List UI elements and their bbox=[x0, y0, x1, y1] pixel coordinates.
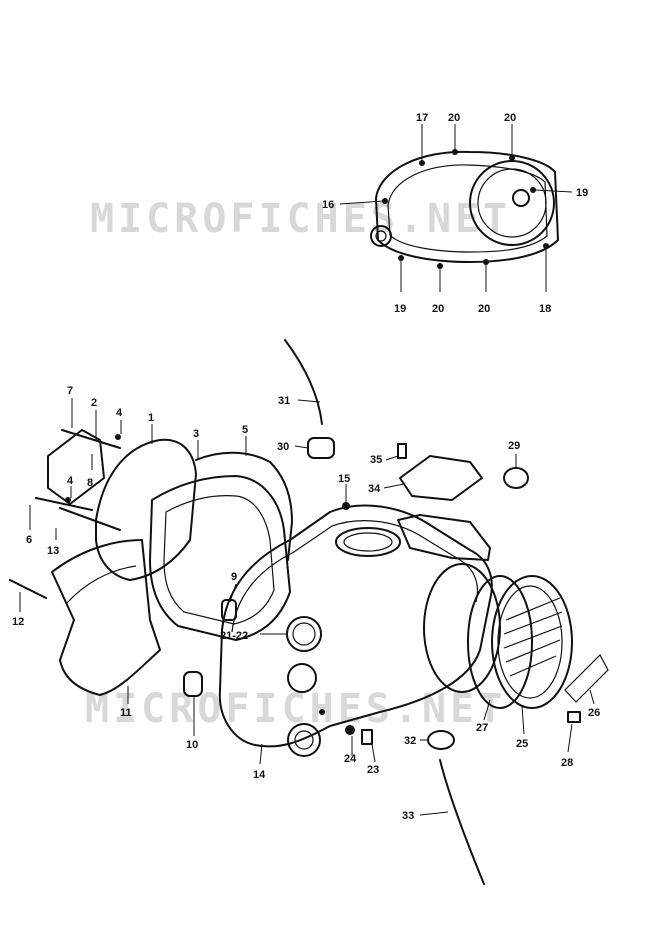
callout-20-d: 20 bbox=[478, 303, 490, 315]
callout-21-22: 21-22 bbox=[220, 630, 248, 642]
callout-19-a: 19 bbox=[576, 187, 588, 199]
callout-11: 11 bbox=[120, 707, 132, 719]
callout-2: 2 bbox=[91, 397, 97, 409]
callout-20-b: 20 bbox=[504, 112, 516, 124]
callout-33: 33 bbox=[402, 810, 414, 822]
callout-27: 27 bbox=[476, 722, 488, 734]
callout-20-a: 20 bbox=[448, 112, 460, 124]
callout-9: 9 bbox=[231, 571, 237, 583]
callout-28: 28 bbox=[561, 757, 573, 769]
callout-12: 12 bbox=[12, 616, 24, 628]
callout-34: 34 bbox=[368, 483, 381, 495]
callout-32: 32 bbox=[404, 735, 416, 747]
leader-lines bbox=[19, 124, 595, 816]
callout-1: 1 bbox=[148, 412, 154, 424]
callout-17: 17 bbox=[416, 112, 428, 124]
callout-31: 31 bbox=[278, 395, 290, 407]
callout-23: 23 bbox=[367, 764, 379, 776]
callout-3: 3 bbox=[193, 428, 199, 440]
callout-19-b: 19 bbox=[394, 303, 406, 315]
callout-14: 14 bbox=[253, 769, 266, 781]
callout-4-a: 4 bbox=[116, 407, 123, 419]
magneto-cover-drawing bbox=[423, 563, 609, 709]
callout-labels: 17 20 20 19 16 19 20 20 18 31 7 2 4 1 3 … bbox=[12, 112, 600, 822]
callout-10: 10 bbox=[186, 739, 198, 751]
callout-4-b: 4 bbox=[67, 475, 74, 487]
watermark-top: MICROFICHES.NET bbox=[90, 196, 511, 242]
callout-6: 6 bbox=[26, 534, 32, 546]
callout-16: 16 bbox=[322, 199, 334, 211]
callout-8: 8 bbox=[87, 477, 93, 489]
callout-5: 5 bbox=[242, 424, 248, 436]
hardware-parts-drawing bbox=[9, 339, 581, 885]
callout-25: 25 bbox=[516, 738, 528, 750]
callout-29: 29 bbox=[508, 440, 520, 452]
clutch-cover-drawing bbox=[370, 149, 559, 269]
callout-24: 24 bbox=[344, 753, 357, 765]
callout-7: 7 bbox=[67, 385, 73, 397]
callout-35: 35 bbox=[370, 454, 382, 466]
callout-18: 18 bbox=[539, 303, 551, 315]
callout-30: 30 bbox=[277, 441, 289, 453]
callout-26: 26 bbox=[588, 707, 600, 719]
callout-20-c: 20 bbox=[432, 303, 444, 315]
callout-15: 15 bbox=[338, 473, 350, 485]
left-cover-parts-drawing bbox=[47, 429, 293, 697]
watermark-bottom: MICROFICHES.NET bbox=[85, 686, 506, 732]
callout-13: 13 bbox=[47, 545, 59, 557]
